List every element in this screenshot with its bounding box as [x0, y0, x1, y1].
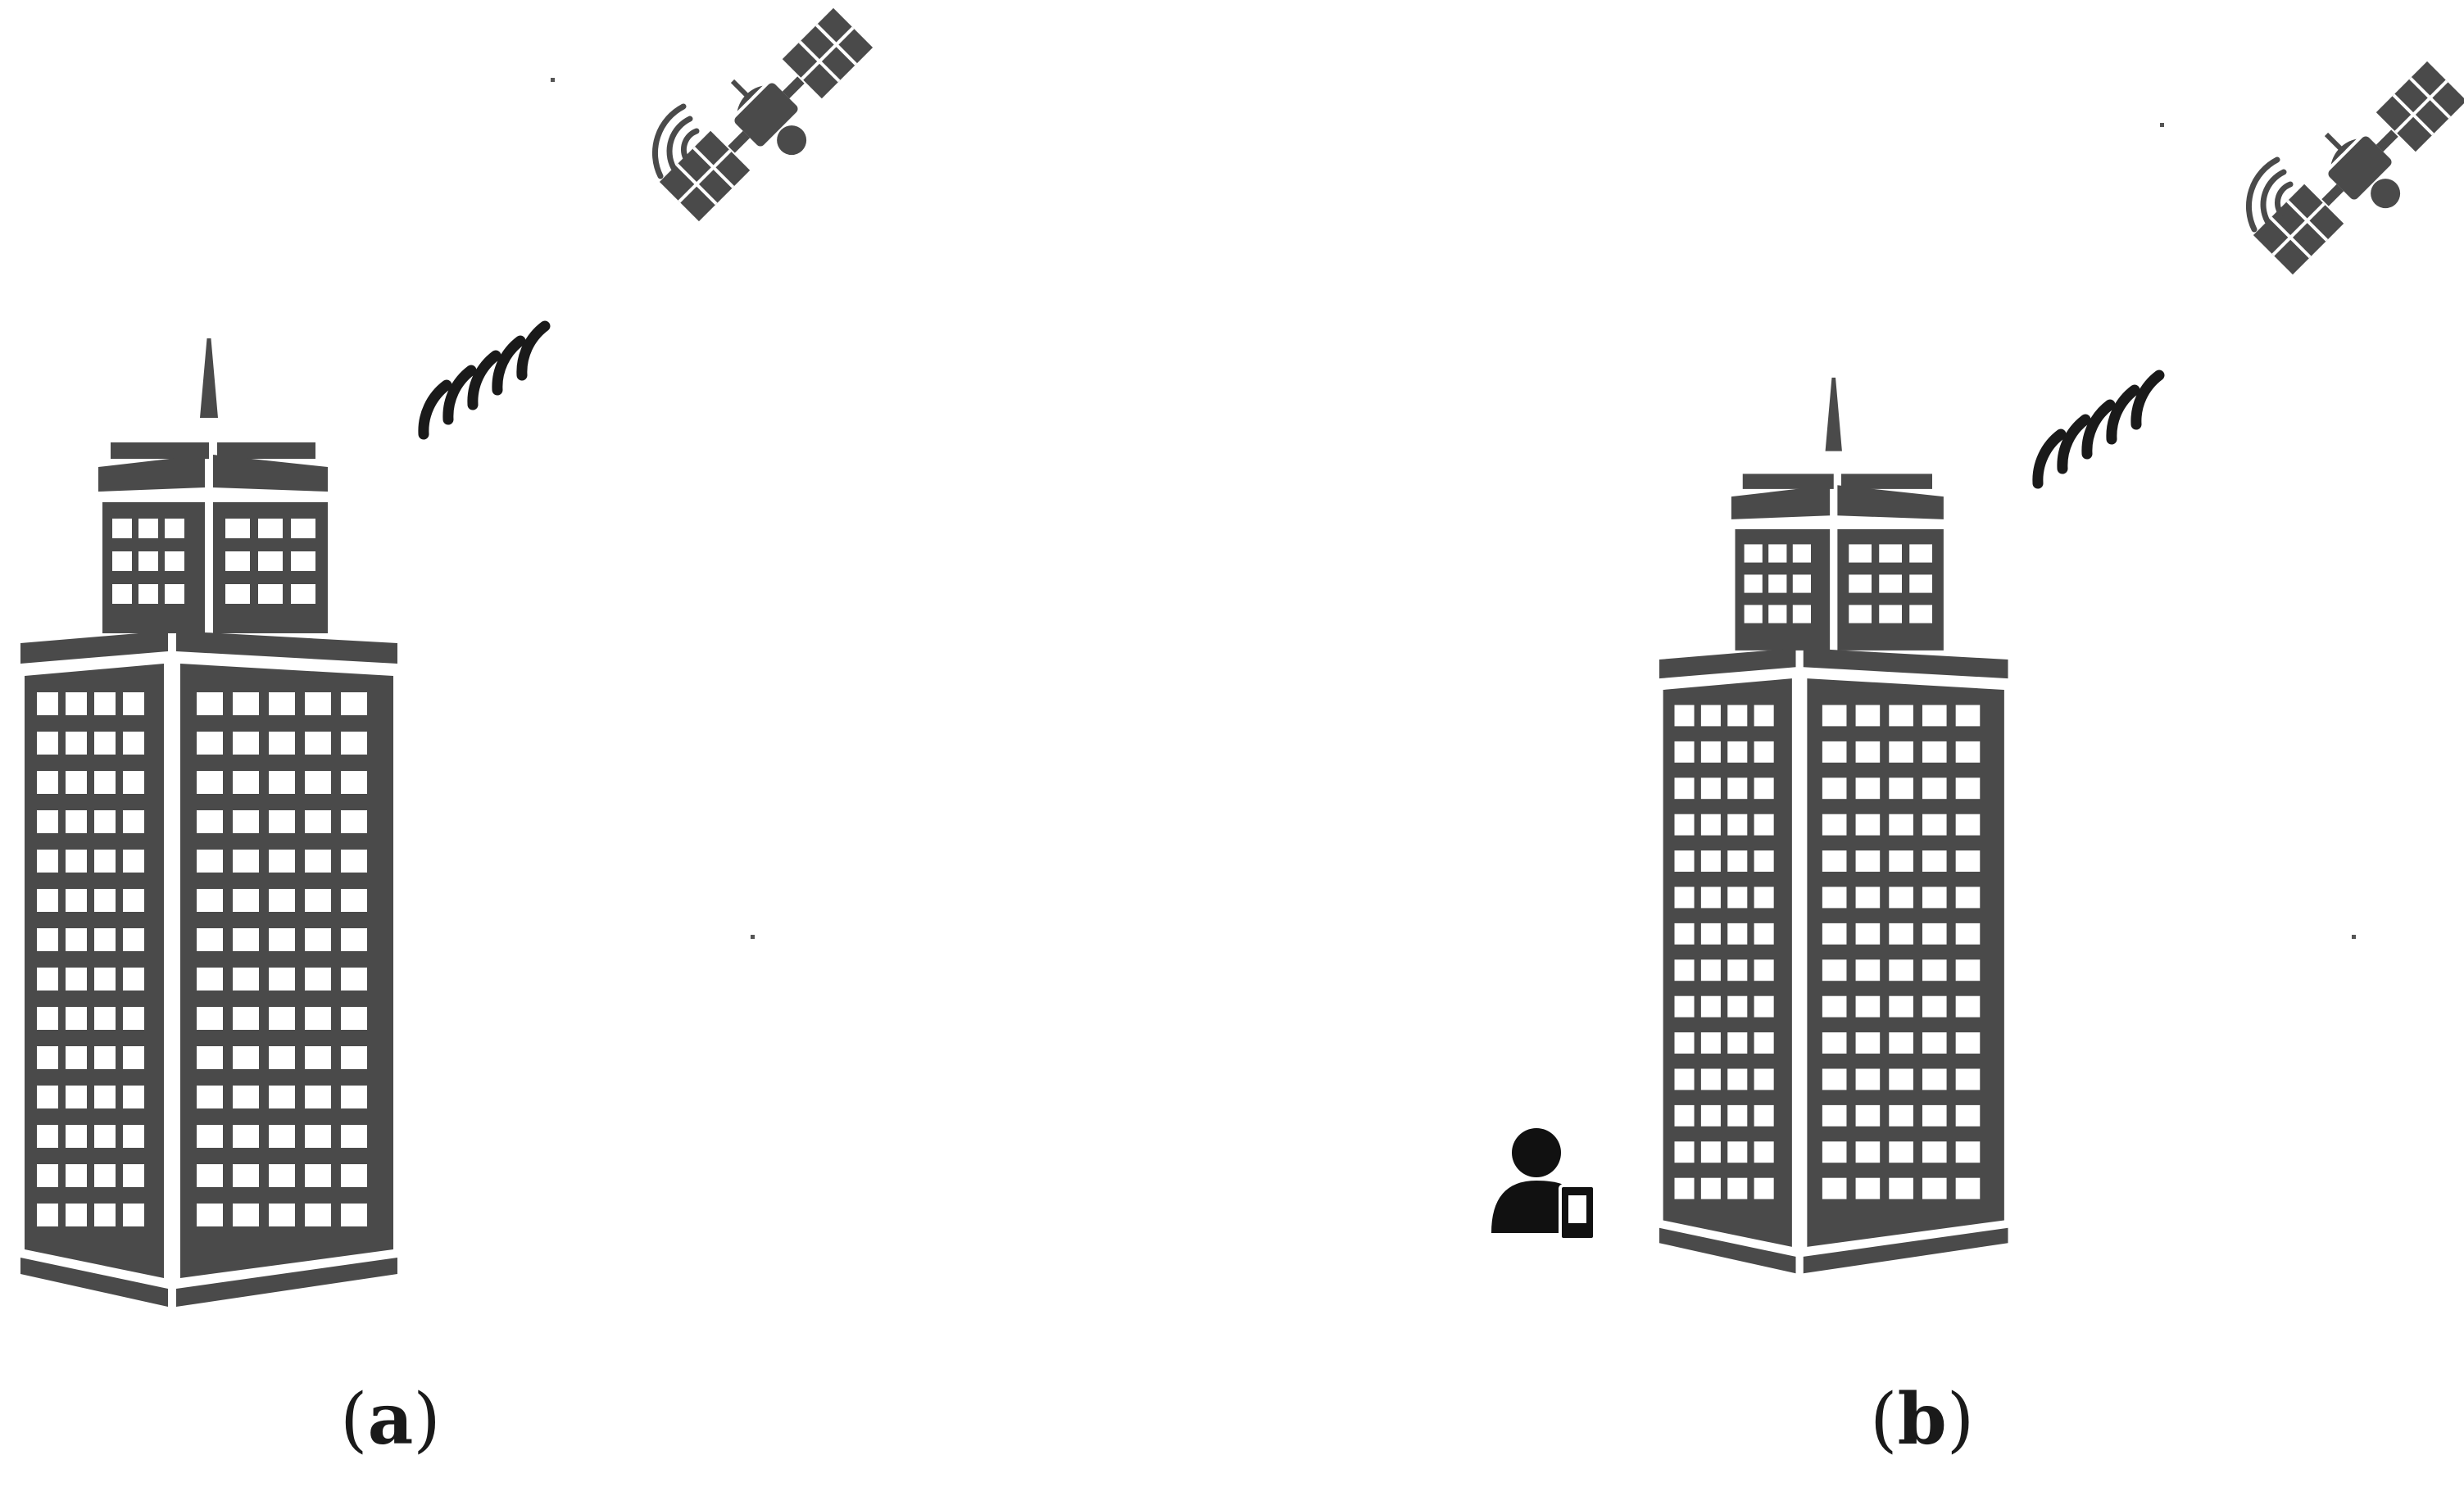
speck	[751, 935, 755, 939]
speck	[2352, 935, 2356, 939]
caption-close-paren: )	[1946, 1379, 1975, 1461]
caption-letter: a	[367, 1378, 414, 1461]
caption-open-paren: (	[1870, 1379, 1898, 1461]
caption-close-paren: )	[413, 1379, 441, 1461]
panel-b-caption: (b)	[1870, 1385, 1974, 1456]
panel-b	[1490, 48, 2464, 1273]
satellite-icon	[646, 0, 889, 238]
building-icon	[1659, 356, 2008, 1273]
signal-waves-icon	[2038, 375, 2159, 483]
panel-a	[20, 0, 889, 1307]
user-with-phone-icon	[1490, 1127, 1596, 1241]
signal-waves-icon	[424, 326, 545, 434]
caption-open-paren: (	[340, 1379, 368, 1461]
panel-a-caption: (a)	[340, 1385, 441, 1456]
satellite-icon	[2239, 48, 2464, 291]
speck	[2160, 123, 2164, 127]
speck	[551, 78, 555, 82]
building-icon	[20, 315, 397, 1307]
caption-letter: b	[1897, 1378, 1947, 1461]
